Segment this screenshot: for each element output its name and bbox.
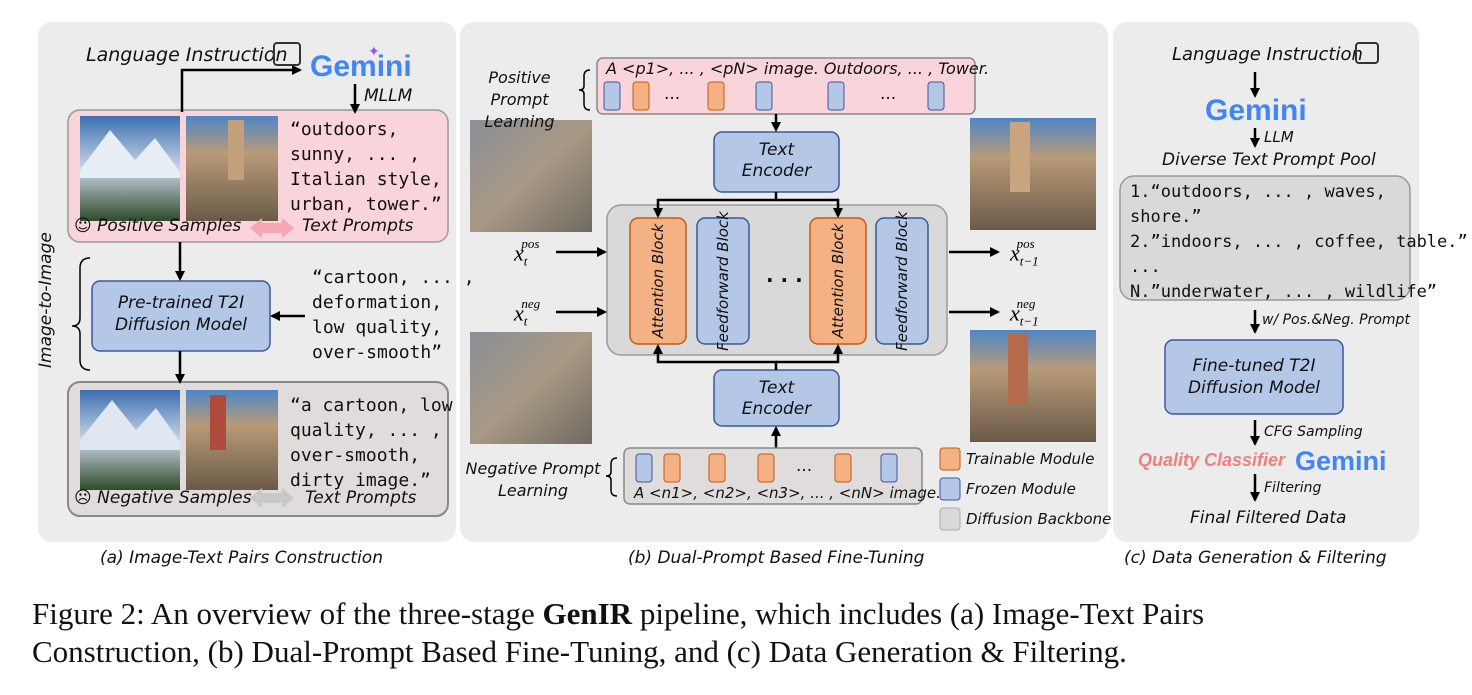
panel-c-caption: (c) Data Generation & Filtering bbox=[1124, 548, 1387, 568]
positive-prompt-bar bbox=[596, 57, 976, 115]
text-prompts-neg-label: Text Prompts bbox=[305, 488, 417, 508]
feedforward-block-2 bbox=[875, 217, 929, 345]
figure-caption: Figure 2: An overview of the three-stage… bbox=[32, 596, 1205, 669]
attention-block-2-label: Attention Block bbox=[829, 223, 847, 339]
gemini-logo-classifier: Gemini bbox=[1295, 446, 1387, 476]
instruction-arrow bbox=[180, 65, 302, 112]
pos-output-photo bbox=[970, 118, 1096, 230]
finetuned-model-label: Fine-tuned T2I Diffusion Model bbox=[1187, 356, 1321, 398]
feedforward-block-2-label: Feedforward Block bbox=[893, 211, 911, 351]
backbone-ellipsis: · · · bbox=[766, 268, 803, 292]
prompt-pool-box bbox=[1119, 175, 1411, 301]
panel-c-language-instruction: Language Instruction bbox=[1172, 44, 1363, 65]
noisy-pos-input-photo bbox=[470, 120, 592, 232]
final-data-label: Final Filtered Data bbox=[1190, 508, 1347, 528]
mllm-label: MLLM bbox=[364, 86, 413, 106]
image-to-image-brace bbox=[71, 257, 91, 371]
neg-double-arrow bbox=[250, 488, 294, 508]
feedforward-block-1-label: Feedforward Block bbox=[714, 211, 732, 351]
positive-prompt-text: “outdoors, sunny, ... , Italian style, u… bbox=[290, 119, 442, 215]
legend-frozen-swatch bbox=[939, 477, 961, 501]
legend-frozen-label: Frozen Module bbox=[966, 480, 1076, 498]
text-encoder-bottom-label: Text Encoder bbox=[741, 378, 812, 419]
degrade-prompt-text: “cartoon, ... , deformation, low quality… bbox=[312, 267, 475, 363]
pos-token-ellipsis-2: ... bbox=[880, 84, 897, 104]
panel-a-language-instruction: Language Instruction bbox=[86, 44, 288, 66]
gemini-logo-c: Gemini bbox=[1205, 94, 1307, 127]
image-to-image-label: Image-to-Image bbox=[36, 232, 56, 368]
attention-block-1-label: Attention Block bbox=[649, 223, 667, 339]
quality-classifier-label: Quality Classifier bbox=[1138, 450, 1286, 470]
noisy-neg-input-photo bbox=[470, 332, 592, 444]
feedforward-block-1 bbox=[696, 217, 750, 345]
text-encoder-top-label: Text Encoder bbox=[741, 140, 812, 181]
positive-samples-label: ☺ Positive Samples bbox=[74, 216, 242, 236]
legend-backbone-label: Diffusion Backbone bbox=[966, 510, 1112, 528]
negative-prompt-text: A <n1>, <n2>, <n3>, ... , <nN> image. bbox=[634, 484, 941, 502]
pos-neg-prompt-label: w/ Pos.&Neg. Prompt bbox=[1262, 312, 1410, 328]
filtering-label: Filtering bbox=[1264, 480, 1322, 496]
negative-samples-label: ☹ Negative Samples bbox=[74, 488, 252, 508]
gemini-logo-a: Gemini bbox=[310, 50, 412, 83]
chat-icon bbox=[273, 42, 301, 66]
positive-prompt-text: A <p1>, ... , <pN> image. Outdoors, ... … bbox=[606, 59, 989, 78]
pos-token-ellipsis-1: ... bbox=[664, 84, 681, 104]
x-neg-output-label: xt−1neg bbox=[1010, 296, 1039, 329]
legend-trainable-label: Trainable Module bbox=[966, 450, 1095, 468]
negative-church-photo bbox=[186, 390, 278, 490]
x-pos-input-label: xtpos bbox=[514, 236, 540, 269]
prompt-pool-title: Diverse Text Prompt Pool bbox=[1162, 150, 1376, 170]
positive-prompt-learning-label: Positive Prompt Learning bbox=[484, 68, 555, 131]
x-neg-input-label: xtneg bbox=[514, 296, 541, 329]
legend-backbone-swatch bbox=[939, 507, 961, 531]
x-pos-output-label: xt−1pos bbox=[1010, 236, 1039, 269]
cfg-sampling-label: CFG Sampling bbox=[1264, 424, 1363, 440]
finetuned-model-box bbox=[1164, 339, 1344, 415]
llm-label: LLM bbox=[1264, 128, 1294, 146]
neg-token-ellipsis: ... bbox=[796, 456, 813, 476]
pretrained-model-label: Pre-trained T2I Diffusion Model bbox=[114, 293, 248, 335]
pos-double-arrow bbox=[250, 218, 294, 238]
text-prompts-pos-label: Text Prompts bbox=[302, 216, 414, 236]
negative-prompt-text: “a cartoon, low quality, ... , over-smoo… bbox=[290, 395, 453, 491]
legend-trainable-swatch bbox=[939, 447, 961, 471]
neg-output-photo bbox=[970, 330, 1096, 442]
panel-b-caption: (b) Dual-Prompt Based Fine-Tuning bbox=[628, 548, 925, 568]
chat-icon-c bbox=[1355, 42, 1379, 64]
sparkle-icon: ✦ bbox=[368, 44, 380, 60]
prompt-pool-list: 1.“outdoors, ... , waves, shore.” 2.”ind… bbox=[1130, 182, 1468, 302]
negative-prompt-learning-label: Negative Prompt Learning bbox=[465, 459, 601, 500]
panel-a-caption: (a) Image-Text Pairs Construction bbox=[100, 548, 383, 568]
